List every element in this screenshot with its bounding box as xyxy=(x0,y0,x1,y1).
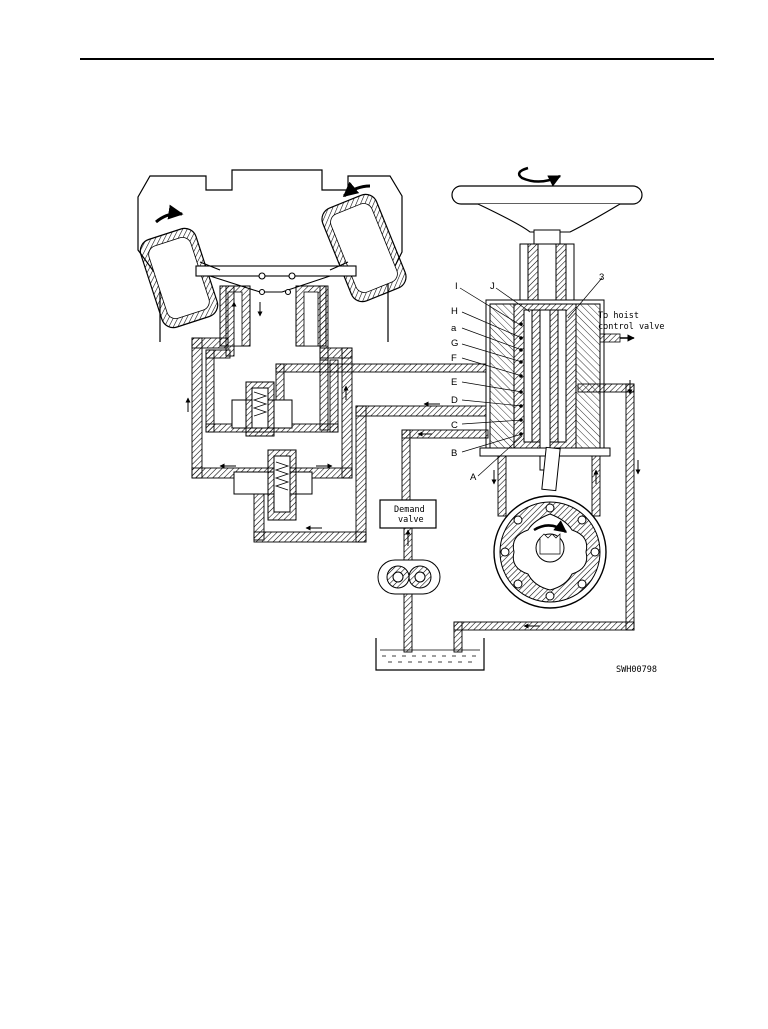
demand-valve-label-line1: Demand xyxy=(394,505,425,515)
label-E: E xyxy=(451,377,457,388)
label-C: C xyxy=(451,420,458,431)
relief-valve-upper xyxy=(231,381,293,437)
gerotor-metering-unit xyxy=(493,495,607,609)
label-G: G xyxy=(451,338,458,349)
steering-linkage xyxy=(195,261,357,296)
to-hoist-label-line2: control valve xyxy=(598,322,665,332)
hydraulic-pump xyxy=(377,559,441,595)
demand-valve-label-line2: valve xyxy=(398,515,424,525)
left-wheel xyxy=(139,227,219,329)
chassis-outline xyxy=(137,169,403,342)
right-flow-arrows xyxy=(405,380,641,629)
relief-valve-lower xyxy=(233,449,313,521)
label-a: a xyxy=(451,323,457,334)
label-I: I xyxy=(455,281,458,292)
label-A: A xyxy=(470,472,477,483)
steering-wheel xyxy=(451,185,643,245)
label-H: H xyxy=(451,306,458,317)
steering-rotation-arrow xyxy=(517,166,562,187)
left-flow-arrows xyxy=(185,301,440,531)
label-F: F xyxy=(451,353,457,364)
hoist-outlet: To hoist control valve xyxy=(598,311,665,343)
right-wheel-turn-arrow xyxy=(342,181,371,198)
right-wheel xyxy=(321,193,407,303)
to-hoist-label-line1: To hoist xyxy=(598,311,639,321)
left-steering-cylinder xyxy=(219,285,251,347)
hydraulic-tank xyxy=(375,638,485,671)
label-J: J xyxy=(490,281,495,292)
figure-code: SWH00798 xyxy=(616,665,657,675)
steering-valve-body xyxy=(479,243,611,492)
demand-valve: Demand valve xyxy=(379,499,437,529)
label-3: 3 xyxy=(599,272,604,283)
left-wheel-turn-arrow xyxy=(155,204,184,224)
label-D: D xyxy=(451,395,458,406)
part-labels: I J 3 H a G F E D C B A xyxy=(451,272,604,483)
label-B: B xyxy=(451,448,457,459)
